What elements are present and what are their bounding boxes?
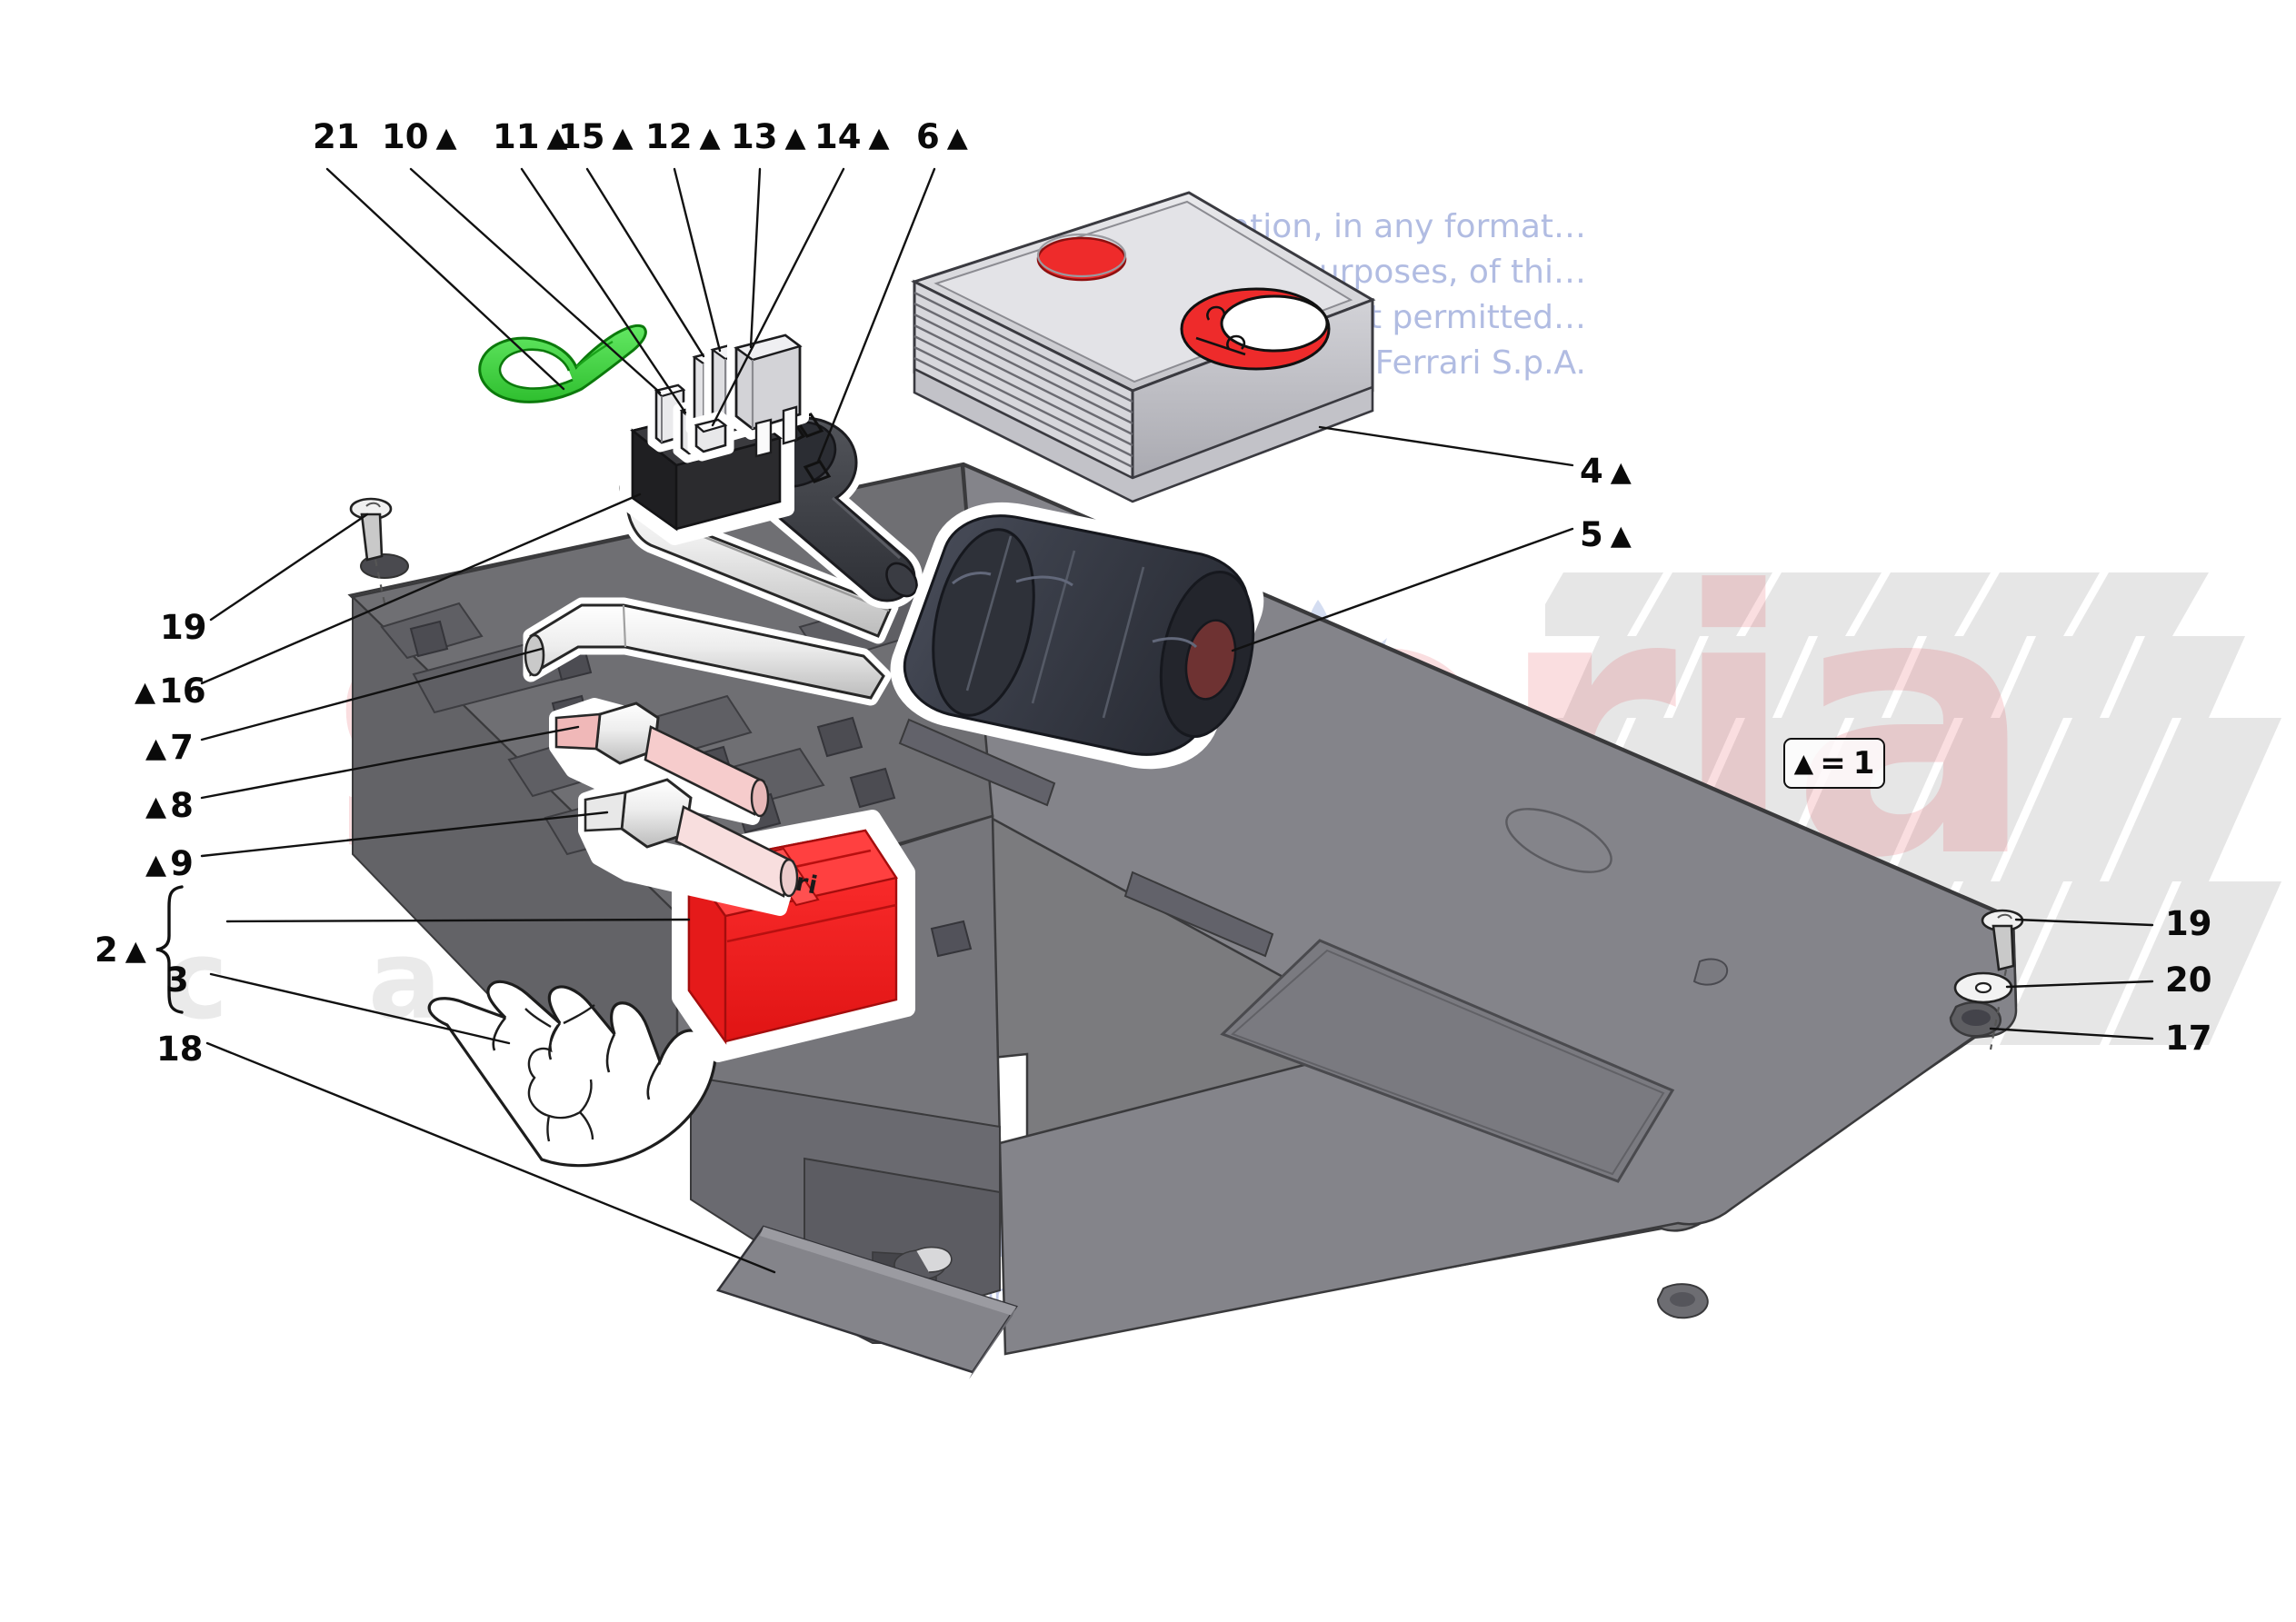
callout-19-right[interactable]: 19 (2165, 907, 2212, 940)
part-5-tyre-sealant-bottle (890, 502, 1264, 770)
brace-group-2-3 (155, 885, 184, 1014)
part-7-socket-extension (523, 597, 892, 706)
part-8-wheel-bolt-socket (549, 698, 770, 825)
callout-9[interactable]: ▲9 (145, 847, 194, 881)
part-9-wheel-nut-socket (578, 778, 799, 916)
part-4-air-compressor (911, 191, 1376, 503)
part-19-fixing-screw-left (349, 497, 393, 608)
callout-2[interactable]: 2▲ (95, 933, 146, 967)
callout-15-number: 15 (558, 117, 605, 156)
callout-3[interactable]: 3 (165, 963, 189, 997)
callout-4[interactable]: 4▲ (1580, 454, 1632, 488)
callout-16[interactable]: ▲16 (135, 674, 206, 708)
callout-18[interactable]: 18 (156, 1032, 204, 1066)
part-21-tow-eye-strap-loop (478, 323, 647, 403)
callout-3-number: 3 (165, 960, 189, 1000)
callout-21[interactable]: 21 (313, 120, 360, 154)
callout-12[interactable]: 12▲ (645, 120, 721, 154)
callout-4-number: 4 (1580, 452, 1603, 491)
triangle-icon: ▲ (868, 122, 890, 154)
callout-9-number: 9 (170, 844, 194, 883)
triangle-icon: ▲ (125, 935, 146, 967)
callout-7-number: 7 (170, 728, 194, 767)
callout-13-number: 13 (731, 117, 778, 156)
callout-10[interactable]: 10▲ (382, 120, 457, 154)
part-14-relay-tall (687, 411, 734, 462)
callout-11[interactable]: 11▲ (493, 120, 568, 154)
callout-5[interactable]: 5▲ (1580, 518, 1632, 552)
callout-11-number: 11 (493, 117, 540, 156)
triangle-icon: ▲ (1610, 456, 1632, 488)
part-3-protective-gloves (427, 980, 717, 1168)
callout-12-number: 12 (645, 117, 693, 156)
triangle-icon: ▲ (1610, 520, 1632, 552)
callout-20[interactable]: 20 (2165, 963, 2212, 997)
callout-16-number: 16 (159, 672, 206, 711)
triangle-icon: ▲ (612, 122, 634, 154)
fastener-group-right (1953, 909, 2024, 1050)
triangle-icon: ▲ (1793, 747, 1814, 778)
part-20-washer (1953, 971, 2013, 1004)
part-19-fixing-screw-right (1981, 909, 2024, 1050)
callout-7[interactable]: ▲7 (145, 731, 194, 764)
triangle-icon: ▲ (435, 122, 457, 154)
triangle-icon: ▲ (699, 122, 721, 154)
callout-14[interactable]: 14▲ (814, 120, 890, 154)
triangle-icon: ▲ (145, 791, 167, 822)
callout-15[interactable]: 15▲ (558, 120, 634, 154)
callout-21-number: 21 (313, 117, 360, 156)
triangle-icon: ▲ (546, 122, 568, 154)
callout-19-left[interactable]: 19 (160, 611, 207, 644)
callout-17[interactable]: 17 (2165, 1021, 2212, 1055)
callout-14-number: 14 (814, 117, 862, 156)
triangle-icon: ▲ (946, 122, 968, 154)
callout-8-number: 8 (170, 786, 194, 825)
callout-6-number: 6 (916, 117, 940, 156)
legend-value: 1 (1852, 745, 1875, 781)
callout-10-number: 10 (382, 117, 429, 156)
callout-19-left-number: 19 (160, 608, 207, 647)
triangle-icon: ▲ (135, 676, 156, 708)
callout-2-number: 2 (95, 930, 118, 970)
quantity-legend-box: ▲ = 1 (1783, 738, 1885, 789)
triangle-icon: ▲ (145, 849, 167, 881)
glove-horse-crest-icon (524, 1004, 595, 1142)
callout-6[interactable]: 6▲ (916, 120, 968, 154)
triangle-icon: ▲ (784, 122, 806, 154)
leader-lines (200, 167, 2154, 1274)
callout-18-number: 18 (156, 1030, 204, 1069)
triangle-icon: ▲ (145, 732, 167, 764)
part-2-first-aid-kit-red-case: Ferrari (672, 810, 915, 1062)
legend-equals: = (1820, 745, 1846, 781)
callout-5-number: 5 (1580, 515, 1603, 554)
callout-17-number: 17 (2165, 1019, 2212, 1058)
callout-19-right-number: 19 (2165, 904, 2212, 943)
callout-8[interactable]: ▲8 (145, 789, 194, 822)
callout-13[interactable]: 13▲ (731, 120, 806, 154)
part-13-relay-large (727, 325, 809, 458)
callout-20-number: 20 (2165, 960, 2212, 1000)
part-18-warning-triangle-panel (715, 1225, 1018, 1379)
relays-and-fuses (647, 325, 809, 463)
